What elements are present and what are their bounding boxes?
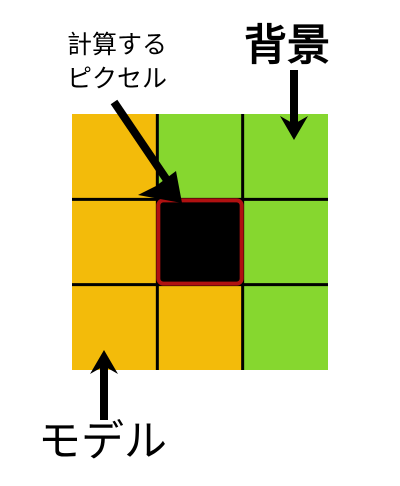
model-arrow-head [90, 350, 118, 374]
background-cell [242, 199, 328, 285]
target-pixel-label: 計算する ピクセル [52, 28, 182, 96]
pixel-arrow-shaft [110, 99, 179, 195]
target-pixel-label-line-2: ピクセル [66, 64, 167, 93]
background-label: 背景 [244, 21, 330, 71]
model-cell [72, 284, 158, 370]
target-pixel-highlight [156, 198, 244, 286]
background-arrow-head [280, 116, 308, 140]
background-cell [242, 284, 328, 370]
background-cell [242, 114, 328, 200]
pixel-grid [72, 114, 328, 370]
model-label: モデル [38, 417, 167, 467]
pixel-arrow [110, 99, 182, 203]
background-arrow [280, 70, 308, 140]
target-pixel-label-line-1: 計算する [66, 30, 167, 59]
model-cell [157, 284, 243, 370]
model-arrow [90, 350, 118, 420]
model-cell [72, 199, 158, 285]
pixel-arrow-head [138, 171, 182, 203]
model-cell [72, 114, 158, 200]
